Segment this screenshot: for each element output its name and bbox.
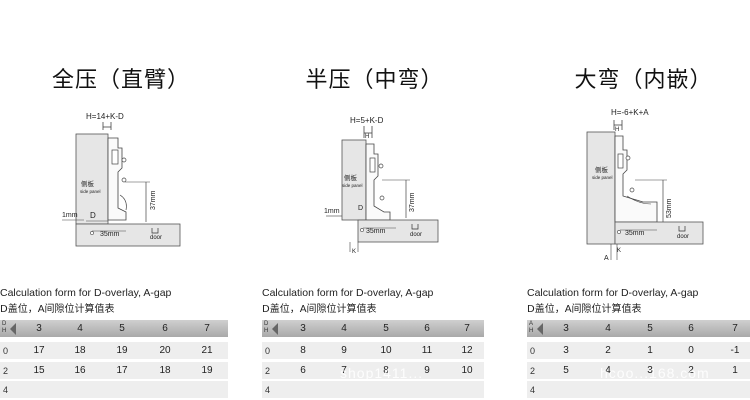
gap-dimension: 1mm bbox=[62, 212, 78, 219]
table-header: D H 3 4 5 6 7 bbox=[262, 320, 484, 337]
door-panel bbox=[75, 223, 181, 247]
calc-title: Calculation form for D-overlay, A-gap bbox=[262, 287, 434, 299]
svg-text:K: K bbox=[617, 248, 621, 254]
header-cell: 6 bbox=[162, 323, 168, 334]
table-row: 4 bbox=[527, 381, 750, 398]
table-row: 2 5 4 3 2 1 bbox=[527, 362, 750, 379]
header-cell: 4 bbox=[341, 323, 347, 334]
header-cell: 5 bbox=[119, 323, 125, 334]
table-row: 2 6 7 8 9 10 bbox=[262, 362, 484, 379]
table-header: D H 3 4 5 6 7 bbox=[0, 320, 228, 337]
door-label: door bbox=[677, 234, 689, 240]
hinge-diagram: H=14+K-D 侧板 side panel 37mm door 35mm D … bbox=[62, 112, 181, 247]
overlay-label: D bbox=[90, 211, 96, 220]
width-dimension: 35mm bbox=[366, 228, 386, 235]
overlay-label: D bbox=[358, 205, 363, 212]
side-panel bbox=[586, 131, 616, 245]
formula: H=5+K-D bbox=[350, 116, 384, 125]
hinge-arm bbox=[614, 135, 658, 223]
height-dimension: 53mm bbox=[666, 198, 673, 218]
table-corner: D H bbox=[263, 321, 281, 336]
side-panel bbox=[341, 139, 367, 221]
table-row: 0 8 9 10 11 12 bbox=[262, 342, 484, 359]
side-panel bbox=[75, 133, 109, 225]
height-dimension: 37mm bbox=[409, 192, 416, 212]
panel-title: 大弯（内嵌） bbox=[574, 68, 713, 93]
header-cell: 7 bbox=[732, 323, 738, 334]
header-cell: 6 bbox=[688, 323, 694, 334]
side-panel-label-en: side panel bbox=[80, 189, 101, 194]
table-corner: D H bbox=[1, 321, 19, 336]
gap-dimension: 1mm bbox=[324, 208, 340, 215]
calc-title-cn: D盖位，A间隙位计算值表 bbox=[0, 304, 115, 315]
side-panel-label-en: side panel bbox=[592, 175, 613, 180]
panel-title: 半压（中弯） bbox=[305, 68, 444, 93]
table-row: 0 3 2 1 0 -1 bbox=[527, 342, 750, 359]
table-row: 2 15 16 17 18 19 bbox=[0, 362, 228, 379]
svg-text:H: H bbox=[615, 127, 619, 133]
table-row: 4 bbox=[262, 381, 484, 398]
door-label: door bbox=[410, 232, 422, 238]
side-panel-label: 侧板 bbox=[344, 173, 358, 182]
table-header: A H 3 4 5 6 7 bbox=[527, 320, 750, 337]
side-panel-label: 侧板 bbox=[595, 165, 609, 174]
header-cell: 7 bbox=[204, 323, 210, 334]
calc-title: Calculation form for D-overlay, A-gap bbox=[527, 287, 699, 299]
door-label: door bbox=[150, 235, 162, 241]
svg-text:K: K bbox=[352, 249, 356, 255]
panel-inset: 大弯（内嵌） H=-6+K+A H 侧板 side panel 53mm doo… bbox=[527, 0, 750, 400]
panel-title: 全压（直臂） bbox=[51, 68, 190, 93]
header-cell: 7 bbox=[464, 323, 470, 334]
hinge-arm bbox=[365, 143, 391, 221]
header-cell: 4 bbox=[605, 323, 611, 334]
gap-dimension: A bbox=[604, 255, 609, 262]
side-panel-label: 侧板 bbox=[81, 179, 95, 188]
table-row: 0 17 18 19 20 21 bbox=[0, 342, 228, 359]
table-row: 4 bbox=[0, 381, 228, 398]
height-dimension: 37mm bbox=[150, 190, 157, 210]
side-panel-label-en: side panel bbox=[342, 183, 363, 188]
panel-half-overlay: 半压（中弯） H=5+K-D H 侧板 side panel 37mm door… bbox=[262, 0, 507, 400]
header-cell: 3 bbox=[36, 323, 42, 334]
calc-title-cn: D盖位，A间隙位计算值表 bbox=[262, 304, 377, 315]
calc-title: Calculation form for D-overlay, A-gap bbox=[0, 287, 172, 299]
panel-full-overlay: 全压（直臂） H=14+K-D 侧板 side panel 37mm door … bbox=[0, 0, 250, 400]
hinge-diagram: H=5+K-D H 侧板 side panel 37mm door 35mm 1… bbox=[324, 116, 439, 255]
triangle-icon bbox=[272, 323, 278, 335]
header-cell: 5 bbox=[647, 323, 653, 334]
width-dimension: 35mm bbox=[625, 230, 645, 237]
triangle-icon bbox=[537, 323, 543, 335]
calc-title-cn: D盖位，A间隙位计算值表 bbox=[527, 304, 642, 315]
watermark-text: hcoo...168.com bbox=[600, 365, 710, 381]
table-corner: A H bbox=[528, 321, 546, 336]
formula: H=-6+K+A bbox=[611, 108, 649, 117]
door-panel bbox=[614, 221, 704, 245]
header-cell: 3 bbox=[300, 323, 306, 334]
header-cell: 4 bbox=[77, 323, 83, 334]
header-cell: 5 bbox=[383, 323, 389, 334]
hinge-diagram: H=-6+K+A H 侧板 side panel 53mm door 35mm … bbox=[586, 108, 704, 262]
triangle-icon bbox=[10, 323, 16, 335]
header-cell: 6 bbox=[424, 323, 430, 334]
svg-text:H: H bbox=[365, 134, 369, 140]
width-dimension: 35mm bbox=[100, 231, 120, 238]
formula: H=14+K-D bbox=[86, 112, 124, 121]
header-cell: 3 bbox=[563, 323, 569, 334]
watermark-text: shop1411... bbox=[340, 365, 424, 381]
